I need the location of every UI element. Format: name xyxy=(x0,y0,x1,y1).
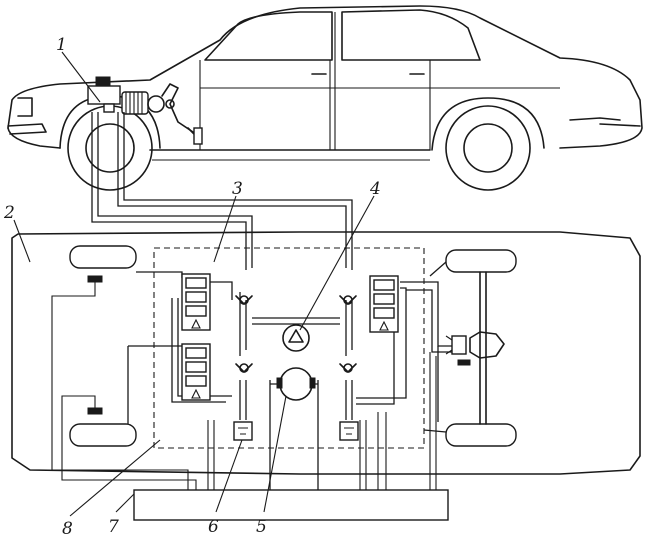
chassis-plan-view xyxy=(11,231,641,475)
callout-2: 2 xyxy=(3,203,15,223)
callout-5: 5 xyxy=(256,517,267,537)
callout-4: 4 xyxy=(369,179,381,199)
pump-motor xyxy=(270,324,318,401)
callout-7: 7 xyxy=(108,517,119,537)
accumulators xyxy=(233,421,359,441)
callout-8: 8 xyxy=(62,519,73,539)
modulator-valves xyxy=(181,273,399,401)
ecu-unit xyxy=(133,489,449,521)
callout-3: 3 xyxy=(232,179,243,199)
leader-lines xyxy=(13,51,375,517)
master-cylinder-assembly xyxy=(87,76,203,145)
callout-1: 1 xyxy=(56,35,67,55)
callout-6: 6 xyxy=(208,517,219,537)
